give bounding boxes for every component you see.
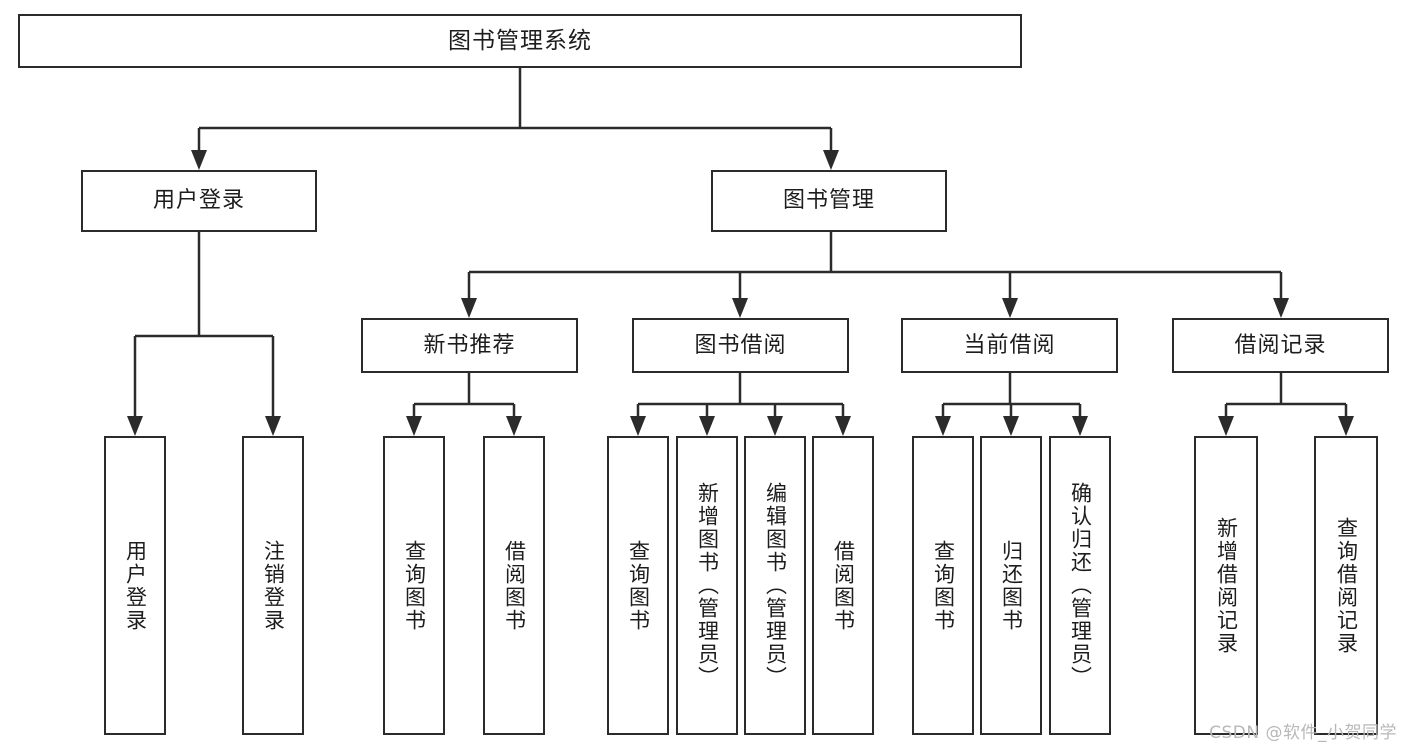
node-leaf-add-borrow-record[interactable]: 新增借阅记录 — [1194, 436, 1258, 735]
arrow-borrow-l3 — [767, 416, 783, 436]
arrow-current-l3 — [1072, 416, 1088, 436]
node-label: 编辑图书（管理员） — [763, 482, 788, 689]
node-label: 图书管理系统 — [448, 27, 592, 54]
arrow-user-login-l1 — [127, 416, 143, 436]
arrow-record-l1 — [1218, 416, 1234, 436]
node-leaf-return-book[interactable]: 归还图书 — [980, 436, 1042, 735]
node-label: 借阅记录 — [1234, 332, 1327, 358]
arrow-newbook-l2 — [506, 416, 522, 436]
node-label: 查询图书 — [931, 539, 956, 632]
node-label: 借阅图书 — [502, 539, 527, 632]
arrow-current-l1 — [935, 416, 951, 436]
arrow-user-login-l2 — [265, 416, 281, 436]
node-root-book-management-system[interactable]: 图书管理系统 — [18, 14, 1022, 68]
node-label: 查询借阅记录 — [1334, 516, 1359, 655]
node-label: 图书管理 — [782, 188, 875, 214]
arrow-borrow-l4 — [835, 416, 851, 436]
arrow-newbook-l1 — [406, 416, 422, 436]
node-leaf-confirm-return-admin[interactable]: 确认归还（管理员） — [1049, 436, 1111, 735]
node-leaf-query-book-borrow[interactable]: 查询图书 — [607, 436, 669, 735]
node-label: 借阅图书 — [831, 539, 856, 632]
node-leaf-query-book-recommend[interactable]: 查询图书 — [383, 436, 445, 735]
node-label: 用户登录 — [123, 539, 148, 632]
node-current-borrow[interactable]: 当前借阅 — [901, 318, 1118, 373]
node-label: 新增借阅记录 — [1214, 516, 1239, 655]
node-label: 新书推荐 — [423, 332, 516, 358]
node-leaf-user-login[interactable]: 用户登录 — [104, 436, 166, 735]
arrow-borrow-l1 — [630, 416, 646, 436]
node-leaf-query-borrow-record[interactable]: 查询借阅记录 — [1314, 436, 1378, 735]
node-label: 查询图书 — [402, 539, 427, 632]
node-leaf-add-book-admin[interactable]: 新增图书（管理员） — [676, 436, 738, 735]
node-leaf-query-book-current[interactable]: 查询图书 — [912, 436, 974, 735]
arrow-current-l2 — [1003, 416, 1019, 436]
arrow-book-mgmt-c3 — [1002, 298, 1018, 318]
node-label: 归还图书 — [999, 539, 1024, 632]
node-label: 图书借阅 — [694, 332, 787, 358]
arrow-record-l2 — [1338, 416, 1354, 436]
node-label: 用户登录 — [152, 188, 245, 214]
arrow-root-to-book-mgmt — [823, 150, 839, 170]
node-label: 确认归还（管理员） — [1068, 482, 1093, 689]
arrow-root-to-user-login — [191, 150, 207, 170]
node-label: 注销登录 — [261, 539, 286, 632]
node-leaf-logout[interactable]: 注销登录 — [242, 436, 304, 735]
arrow-book-mgmt-c4 — [1273, 298, 1289, 318]
node-label: 新增图书（管理员） — [695, 482, 720, 689]
arrow-book-mgmt-c2 — [732, 298, 748, 318]
arrow-book-mgmt-c1 — [461, 298, 477, 318]
node-user-login[interactable]: 用户登录 — [81, 170, 317, 232]
node-book-management[interactable]: 图书管理 — [711, 170, 947, 232]
arrow-borrow-l2 — [699, 416, 715, 436]
node-borrow-record[interactable]: 借阅记录 — [1172, 318, 1389, 373]
node-new-book-recommend[interactable]: 新书推荐 — [361, 318, 578, 373]
csdn-watermark: CSDN @软件_小贺同学 — [1209, 723, 1397, 743]
node-book-borrow[interactable]: 图书借阅 — [632, 318, 849, 373]
node-leaf-borrow-book[interactable]: 借阅图书 — [812, 436, 874, 735]
node-label: 查询图书 — [626, 539, 651, 632]
node-leaf-borrow-book-recommend[interactable]: 借阅图书 — [483, 436, 545, 735]
node-leaf-edit-book-admin[interactable]: 编辑图书（管理员） — [744, 436, 806, 735]
node-label: 当前借阅 — [963, 332, 1056, 358]
